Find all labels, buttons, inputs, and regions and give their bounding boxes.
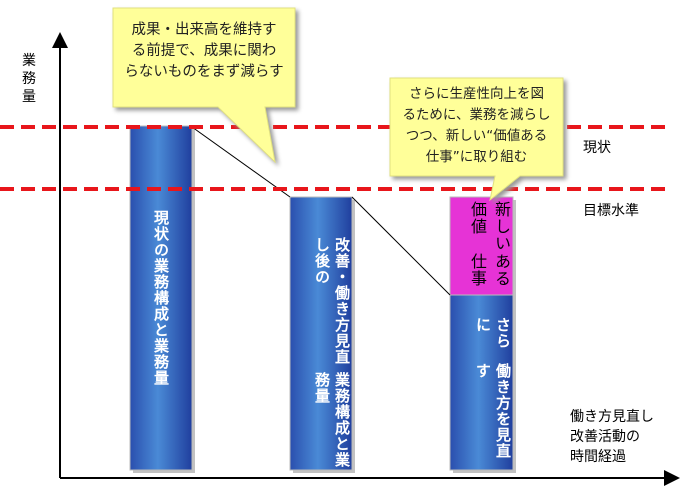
callout-line: る前提で、成果に関わ — [131, 43, 277, 59]
callout-line: らないものをまず減らす — [124, 64, 284, 80]
y-axis-label: 業務量 — [22, 53, 36, 105]
callout-1: 成果・出来高を維持す る前提で、成果に関わ らないものをまず減らす — [113, 20, 295, 83]
current-level-label: 現状 — [583, 140, 611, 156]
callout-line: 成果・出来高を維持す — [131, 22, 277, 38]
target-level-label: 目標水準 — [583, 203, 639, 219]
bar-new-value-label: 新しい価値 ある仕事 — [450, 197, 513, 295]
bar-label-line: ある仕事 — [468, 253, 511, 288]
x-axis-label-line: 働き方見直し — [570, 409, 654, 425]
callout-line: 仕事”に取り組む — [425, 149, 528, 165]
bar-label-line: 現状の業務構成と業務量 — [152, 210, 170, 386]
bar-label-line: 業務構成と業務量 — [313, 371, 351, 468]
bar-further-label: さらに 働き方を見直す — [450, 295, 513, 470]
x-axis-label-line: 時間経過 — [570, 449, 626, 465]
bar-improved — [289, 196, 353, 471]
callout-line: るために、業務を減らし — [402, 107, 551, 123]
bar-label-line: 改善・働き方見直し後の — [313, 237, 351, 365]
callout-line: つつ、新しい“価値ある — [405, 128, 548, 144]
callout-1-shape — [112, 7, 296, 164]
callout-2-shape — [389, 77, 564, 202]
bar-improved-label: 改善・働き方見直し後の 業務構成と業務量 — [290, 197, 352, 470]
bar-further — [449, 294, 514, 471]
x-axis-label: 働き方見直し 改善活動の 時間経過 — [570, 407, 654, 467]
callout-line: さらに生産性向上を図 — [409, 86, 544, 102]
bar-label-line: 働き方を見直す — [474, 362, 512, 459]
bar-label-line: 新しい価値 — [468, 201, 511, 252]
bar-new-value — [449, 196, 514, 296]
callout-2: さらに生産性向上を図 るために、業務を減らし つつ、新しい“価値ある 仕事”に取… — [390, 84, 563, 168]
bar-current — [129, 125, 193, 471]
bar-label-line: さらに — [474, 317, 512, 349]
x-axis-label-line: 改善活動の — [570, 429, 640, 445]
connector-line — [191, 126, 291, 198]
bar-current-label: 現状の業務構成と業務量 — [130, 126, 192, 470]
connector-line — [351, 196, 451, 296]
